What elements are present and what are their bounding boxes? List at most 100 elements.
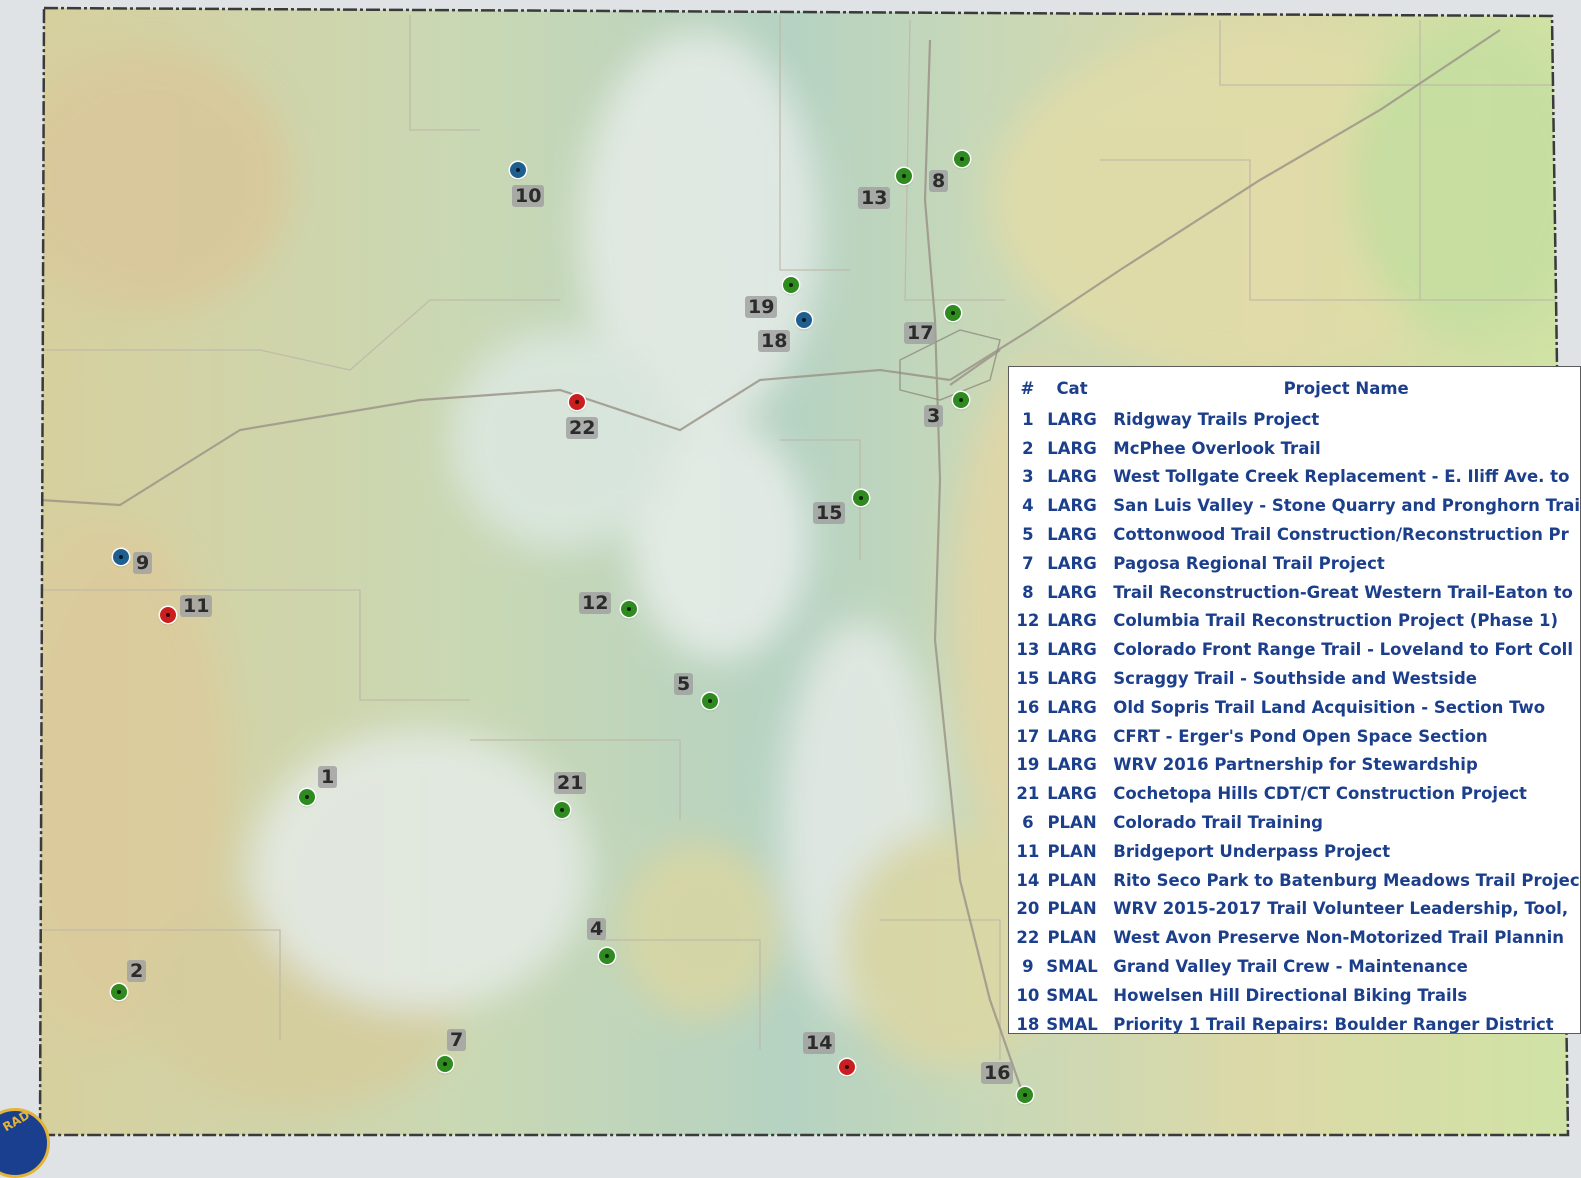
marker-11[interactable] <box>160 607 176 623</box>
marker-label-8: 8 <box>929 170 949 192</box>
legend-category: LARG <box>1047 438 1097 458</box>
marker-17[interactable] <box>945 305 961 321</box>
marker-label-7: 7 <box>447 1029 467 1051</box>
marker-15[interactable] <box>853 490 869 506</box>
marker-13[interactable] <box>896 168 912 184</box>
legend-category: PLAN <box>1047 813 1097 833</box>
legend-row[interactable]: 20 PLAN WRV 2015-2017 Trail Volunteer Lead… <box>1009 895 1580 924</box>
marker-3[interactable] <box>953 392 969 408</box>
legend-category: LARG <box>1047 697 1097 717</box>
legend-project-name: WRV 2015-2017 Trail Volunteer Leadership… <box>1113 899 1569 919</box>
county-boundaries <box>40 15 1560 1060</box>
legend-row[interactable]: 16 LARG Old Sopris Trail Land Acquisition … <box>1009 693 1580 722</box>
marker-5[interactable] <box>702 693 718 709</box>
legend-number: 16 <box>1016 697 1040 717</box>
marker-label-2: 2 <box>127 960 147 982</box>
marker-18[interactable] <box>796 312 812 328</box>
marker-9[interactable] <box>113 549 129 565</box>
legend-category: PLAN <box>1047 928 1097 948</box>
legend-category: LARG <box>1047 496 1097 516</box>
marker-1[interactable] <box>299 789 315 805</box>
marker-8[interactable] <box>954 151 970 167</box>
legend-project-name: West Tollgate Creek Replacement - E. Ili… <box>1113 467 1570 487</box>
legend-number: 9 <box>1022 957 1034 977</box>
marker-14[interactable] <box>839 1059 855 1075</box>
marker-12[interactable] <box>621 601 637 617</box>
legend-number: 15 <box>1016 669 1040 689</box>
marker-label-13: 13 <box>858 187 891 209</box>
legend-project-name: Bridgeport Underpass Project <box>1113 841 1391 861</box>
legend-number: 20 <box>1016 899 1040 919</box>
legend-project-name: Cochetopa Hills CDT/CT Construction Proj… <box>1113 784 1527 804</box>
state-border <box>38 6 1570 1137</box>
marker-21[interactable] <box>554 802 570 818</box>
metro-area <box>899 329 1001 401</box>
legend-number: 19 <box>1016 755 1040 775</box>
marker-label-4: 4 <box>587 918 607 940</box>
legend-project-name: Scraggy Trail - Southside and Westside <box>1113 669 1477 689</box>
legend-project-name: Priority 1 Trail Repairs: Boulder Ranger… <box>1113 1014 1554 1034</box>
legend-project-name: Pagosa Regional Trail Project <box>1113 553 1385 573</box>
legend-header-number: # <box>1020 378 1035 398</box>
legend-category: LARG <box>1047 409 1097 429</box>
legend-category: LARG <box>1047 553 1097 573</box>
legend-category: LARG <box>1047 784 1097 804</box>
marker-2[interactable] <box>111 984 127 1000</box>
legend-project-name: San Luis Valley - Stone Quarry and Prong… <box>1113 496 1580 516</box>
legend-header-project-name: Project Name <box>1283 378 1409 398</box>
legend-project-name: CFRT - Erger's Pond Open Space Section <box>1113 726 1488 746</box>
legend-category: LARG <box>1047 525 1097 545</box>
marker-19[interactable] <box>783 277 799 293</box>
legend-category: PLAN <box>1047 870 1097 890</box>
marker-label-21: 21 <box>554 772 587 794</box>
legend-project-name: Howelsen Hill Directional Biking Trails <box>1113 985 1468 1005</box>
legend-number: 3 <box>1022 467 1034 487</box>
legend-number: 12 <box>1016 611 1040 631</box>
legend-category: PLAN <box>1047 899 1097 919</box>
legend-number: 13 <box>1016 640 1040 660</box>
legend-category: LARG <box>1047 726 1097 746</box>
legend-project-name: Old Sopris Trail Land Acquisition - Sect… <box>1113 697 1546 717</box>
marker-label-9: 9 <box>133 552 153 574</box>
legend-category: LARG <box>1047 582 1097 602</box>
marker-7[interactable] <box>437 1056 453 1072</box>
legend-project-name: Cottonwood Trail Construction/Reconstruc… <box>1113 525 1569 545</box>
marker-label-12: 12 <box>579 592 612 614</box>
legend-category: PLAN <box>1047 841 1097 861</box>
marker-label-11: 11 <box>180 595 213 617</box>
legend-row[interactable]: 21 LARG Cochetopa Hills CDT/CT Constructio… <box>1009 779 1580 808</box>
marker-4[interactable] <box>599 948 615 964</box>
marker-label-16: 16 <box>981 1062 1014 1084</box>
marker-16[interactable] <box>1017 1087 1033 1103</box>
legend-number: 21 <box>1016 784 1040 804</box>
legend-category: LARG <box>1047 755 1097 775</box>
legend-category: SMAL <box>1046 957 1098 977</box>
legend-category: SMAL <box>1046 1014 1098 1034</box>
legend-number: 22 <box>1016 928 1040 948</box>
marker-10[interactable] <box>510 162 526 178</box>
legend-category: SMAL <box>1046 985 1098 1005</box>
marker-22[interactable] <box>569 394 585 410</box>
